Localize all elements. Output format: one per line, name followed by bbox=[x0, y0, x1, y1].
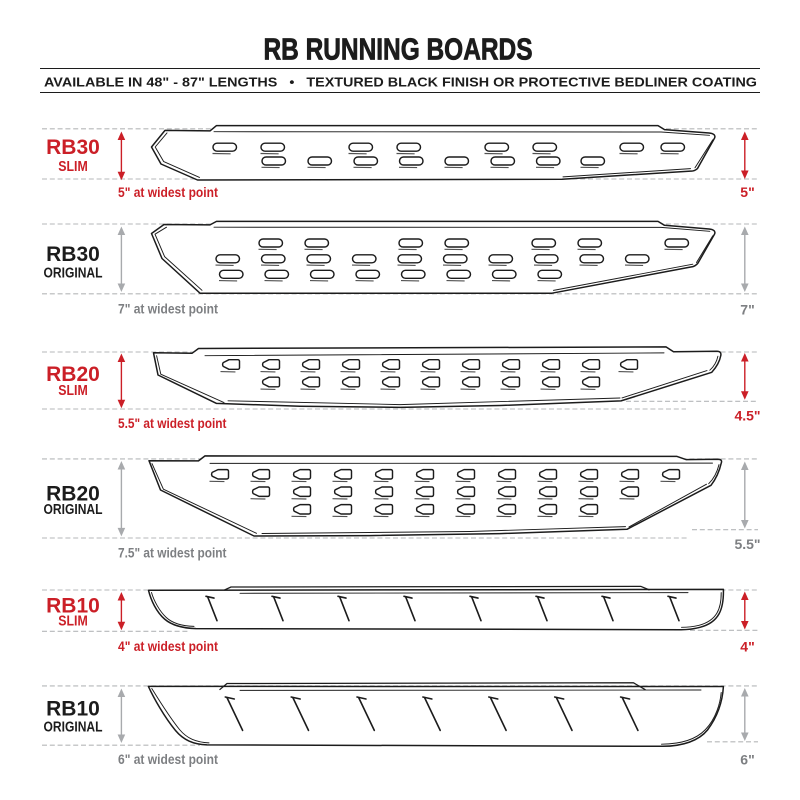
svg-text:SLIM: SLIM bbox=[58, 159, 88, 175]
svg-text:RB10: RB10 bbox=[46, 594, 100, 617]
svg-text:4": 4" bbox=[740, 638, 754, 654]
svg-text:5": 5" bbox=[740, 184, 754, 200]
svg-text:RB30: RB30 bbox=[46, 136, 100, 159]
svg-text:RB30: RB30 bbox=[46, 243, 100, 266]
svg-text:4.5": 4.5" bbox=[734, 407, 760, 423]
svg-text:RB20: RB20 bbox=[46, 363, 100, 386]
svg-text:7": 7" bbox=[740, 301, 754, 317]
svg-text:ORIGINAL: ORIGINAL bbox=[44, 265, 103, 281]
svg-text:RB20: RB20 bbox=[46, 482, 100, 505]
svg-text:6" at widest point: 6" at widest point bbox=[118, 752, 218, 767]
svg-text:SLIM: SLIM bbox=[58, 613, 88, 629]
svg-text:4" at widest point: 4" at widest point bbox=[118, 639, 218, 654]
svg-text:ORIGINAL: ORIGINAL bbox=[44, 502, 103, 518]
svg-text:ORIGINAL: ORIGINAL bbox=[44, 720, 103, 736]
svg-text:5.5" at widest point: 5.5" at widest point bbox=[118, 416, 227, 431]
svg-text:RB RUNNING BOARDS: RB RUNNING BOARDS bbox=[264, 32, 533, 67]
svg-text:7" at widest point: 7" at widest point bbox=[118, 302, 218, 317]
svg-text:5" at widest point: 5" at widest point bbox=[118, 185, 218, 200]
svg-text:RB10: RB10 bbox=[46, 697, 100, 720]
svg-text:6": 6" bbox=[740, 751, 754, 767]
svg-text:5.5": 5.5" bbox=[734, 536, 760, 552]
svg-text:SLIM: SLIM bbox=[58, 383, 88, 399]
svg-text:AVAILABLE IN 48" - 87" LENGTHS: AVAILABLE IN 48" - 87" LENGTHS • TEXTURE… bbox=[44, 74, 757, 89]
svg-text:7.5" at widest point: 7.5" at widest point bbox=[118, 545, 227, 560]
